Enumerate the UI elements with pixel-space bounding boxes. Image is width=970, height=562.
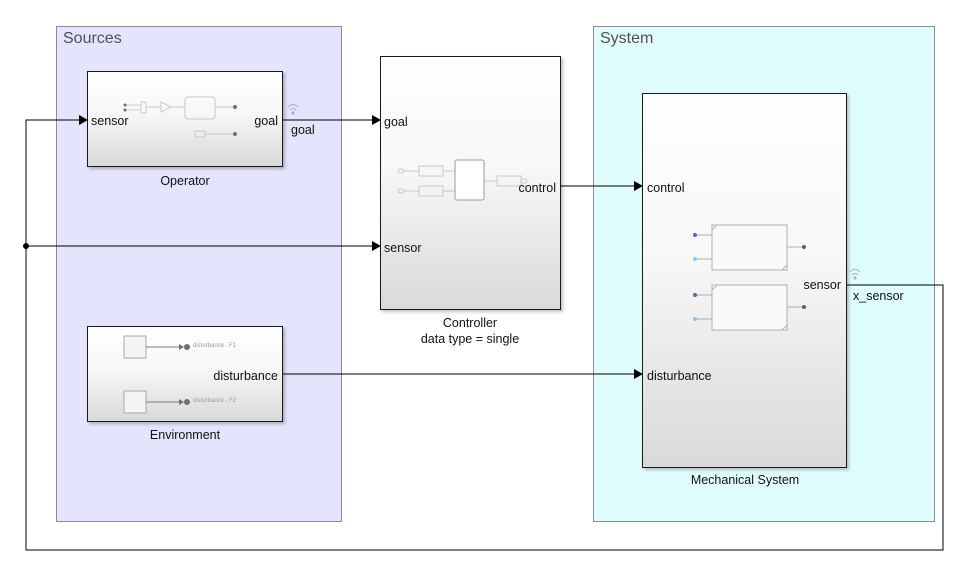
operator-outport-goal: goal <box>254 114 278 128</box>
mechanical-system-block[interactable]: control disturbance sensor <box>642 93 847 468</box>
environment-internal-label-f2: disturbance . F2 <box>193 398 237 404</box>
mechanical-system-block-name: Mechanical System <box>690 473 800 487</box>
environment-internal-label-f1: disturbance . F1 <box>193 343 237 349</box>
environment-block-name: Environment <box>149 428 221 442</box>
sensor-feedback-line <box>25 119 944 551</box>
controller-inport-goal: goal <box>384 115 408 129</box>
controller-inport-sensor: sensor <box>384 241 422 255</box>
control-arrowhead <box>634 181 643 191</box>
controller-block[interactable]: goal sensor control <box>380 56 561 310</box>
disturbance-arrowhead <box>634 369 643 379</box>
mechanical-inport-control: control <box>647 181 685 195</box>
operator-inport-sensor: sensor <box>91 114 129 128</box>
controller-block-name: Controller <box>442 316 498 330</box>
goal-logging-icon <box>287 104 299 111</box>
sources-area-title: Sources <box>63 30 122 47</box>
goal-arrowhead <box>372 115 381 125</box>
operator-block-name: Operator <box>160 174 210 188</box>
controller-outport-control: control <box>518 181 556 195</box>
controller-internal-preview <box>397 159 528 201</box>
environment-block[interactable]: disturbance . F1 disturbance . F2 distur… <box>87 326 283 422</box>
environment-internal-preview <box>123 335 190 414</box>
mechanical-internal-preview <box>693 224 806 331</box>
environment-outport-disturbance: disturbance <box>213 369 278 383</box>
controller-sensor-arrowhead <box>372 241 381 251</box>
controller-annotation: data type = single <box>420 332 520 346</box>
operator-internal-preview <box>123 96 237 138</box>
goal-signal-label[interactable]: goal <box>291 123 315 137</box>
mechanical-inport-disturbance: disturbance <box>647 369 712 383</box>
system-area-title: System <box>600 30 654 47</box>
x-sensor-logging-icon <box>849 269 861 276</box>
mechanical-outport-sensor: sensor <box>803 278 841 292</box>
branch-point <box>23 243 29 249</box>
operator-block[interactable]: sensor goal <box>87 71 283 167</box>
x-sensor-signal-label[interactable]: x_sensor <box>853 289 904 303</box>
operator-sensor-arrowhead <box>79 115 88 125</box>
